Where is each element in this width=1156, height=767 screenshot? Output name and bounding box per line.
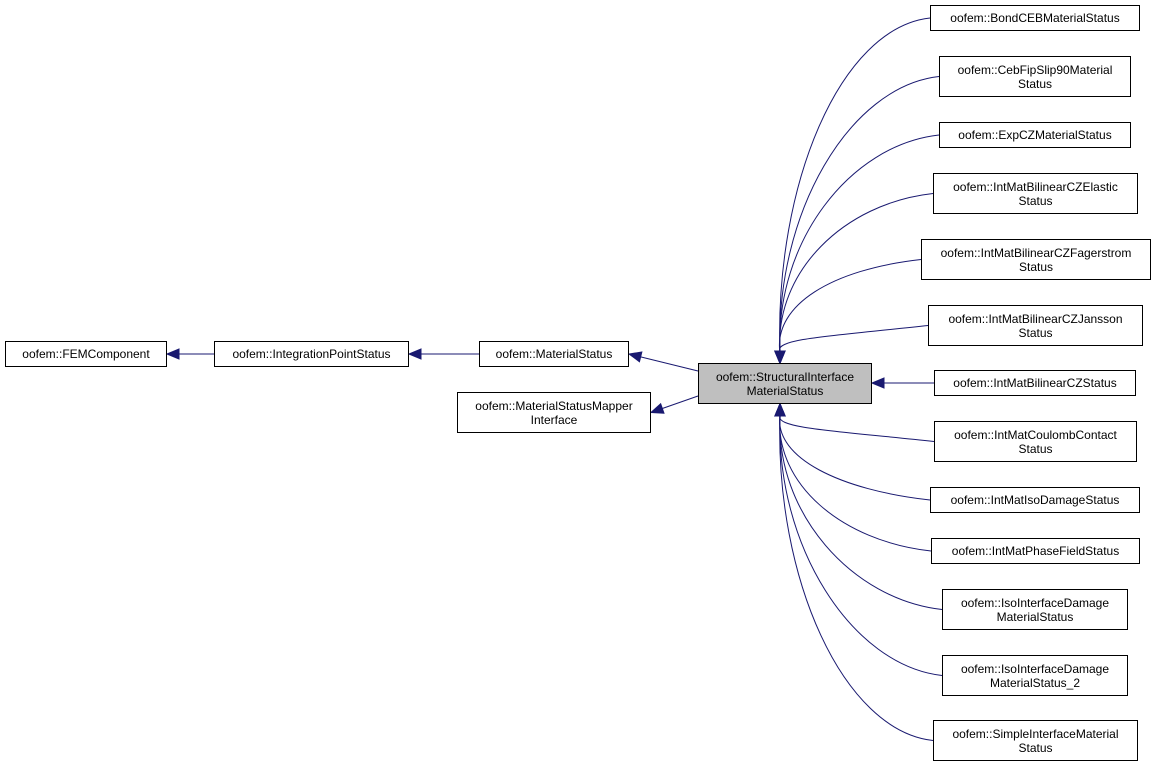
node-int-mat-bilinear-cz-jansson-status[interactable]: oofem::IntMatBilinearCZJansson Status — [928, 305, 1143, 346]
node-iso-interface-damage-material-status-2[interactable]: oofem::IsoInterfaceDamage MaterialStatus… — [942, 655, 1128, 696]
node-label-line1: oofem::IsoInterfaceDamage — [960, 661, 1110, 676]
inheritance-edge — [779, 134, 940, 352]
node-label-line1: oofem::IntMatCoulombContact — [954, 427, 1117, 442]
node-label-line2: Status — [1018, 740, 1053, 755]
node-label-line2: MaterialStatus_2 — [989, 675, 1081, 690]
node-label-line1: oofem::MaterialStatusMapper — [475, 398, 633, 413]
inheritance-edge — [779, 325, 929, 352]
inheritance-edge — [779, 76, 940, 352]
node-bond-ceb-material-status[interactable]: oofem::BondCEBMaterialStatus — [930, 5, 1140, 31]
node-ceb-fip-slip90-material-status[interactable]: oofem::CebFipSlip90Material Status — [939, 56, 1131, 97]
node-label-line1: oofem::StructuralInterface — [715, 369, 855, 384]
node-label-line2: Status — [1018, 441, 1053, 456]
inheritance-edge — [779, 17, 931, 352]
inheritance-edge — [779, 415, 943, 676]
node-label-line1: oofem::SimpleInterfaceMaterial — [952, 726, 1119, 741]
node-simple-interface-material-status[interactable]: oofem::SimpleInterfaceMaterial Status — [933, 720, 1138, 761]
inheritance-edge — [640, 356, 699, 372]
node-label-line1: oofem::ExpCZMaterialStatus — [958, 128, 1112, 142]
inheritance-arrowhead — [627, 351, 643, 363]
inheritance-arrowhead — [165, 348, 180, 360]
node-structural-interface-material-status: oofem::StructuralInterface MaterialStatu… — [698, 363, 872, 404]
inheritance-edge — [779, 415, 943, 610]
node-label-line1: oofem::IntMatPhaseFieldStatus — [951, 544, 1120, 558]
node-label-line1: oofem::FEMComponent — [22, 347, 150, 361]
node-label-line1: oofem::IntMatBilinearCZStatus — [953, 376, 1117, 390]
node-label-line1: oofem::IntegrationPointStatus — [232, 347, 391, 361]
node-int-mat-iso-damage-status[interactable]: oofem::IntMatIsoDamageStatus — [930, 487, 1140, 513]
node-label-line2: Status — [1018, 259, 1054, 274]
node-material-status-mapper-interface[interactable]: oofem::MaterialStatusMapper Interface — [457, 392, 651, 433]
node-label-line1: oofem::CebFipSlip90Material — [957, 62, 1113, 77]
inheritance-edge — [779, 415, 931, 501]
node-fem-component[interactable]: oofem::FEMComponent — [5, 341, 167, 367]
inheritance-edge — [779, 415, 932, 552]
node-label-line2: Interface — [530, 412, 578, 427]
node-int-mat-bilinear-cz-fagerstrom-status[interactable]: oofem::IntMatBilinearCZFagerstrom Status — [921, 239, 1151, 280]
node-iso-interface-damage-material-status[interactable]: oofem::IsoInterfaceDamage MaterialStatus — [942, 589, 1128, 630]
inheritance-edge — [662, 395, 699, 409]
inheritance-edge — [779, 415, 934, 741]
node-material-status[interactable]: oofem::MaterialStatus — [479, 341, 629, 367]
node-int-mat-phase-field-status[interactable]: oofem::IntMatPhaseFieldStatus — [931, 538, 1140, 564]
node-exp-cz-material-status[interactable]: oofem::ExpCZMaterialStatus — [939, 122, 1131, 148]
node-label-line1: oofem::IntMatBilinearCZJansson — [948, 311, 1123, 326]
node-label-line2: Status — [1018, 193, 1053, 208]
node-label-line2: Status — [1018, 325, 1053, 340]
inheritance-arrowhead — [870, 377, 885, 389]
inheritance-arrowhead — [774, 402, 786, 417]
node-label-line1: oofem::IntMatBilinearCZFagerstrom — [940, 245, 1132, 260]
node-int-mat-coulomb-contact-status[interactable]: oofem::IntMatCoulombContact Status — [934, 421, 1137, 462]
node-label-line2: MaterialStatus — [746, 383, 824, 398]
node-label-line2: MaterialStatus — [996, 609, 1074, 624]
node-label-line1: oofem::IntMatBilinearCZElastic — [953, 179, 1118, 194]
inheritance-arrowhead — [407, 348, 422, 360]
node-integration-point-status[interactable]: oofem::IntegrationPointStatus — [214, 341, 409, 367]
inheritance-arrowhead — [774, 350, 786, 365]
node-label-line1: oofem::IsoInterfaceDamage — [960, 595, 1110, 610]
node-int-mat-bilinear-cz-status[interactable]: oofem::IntMatBilinearCZStatus — [934, 370, 1136, 396]
inheritance-edge — [779, 415, 935, 442]
inheritance-edge — [779, 193, 934, 352]
inheritance-edge — [779, 259, 922, 352]
node-label-line1: oofem::MaterialStatus — [495, 347, 613, 361]
inheritance-arrowhead — [649, 402, 665, 414]
node-int-mat-bilinear-cz-elastic-status[interactable]: oofem::IntMatBilinearCZElastic Status — [933, 173, 1138, 214]
node-label-line1: oofem::BondCEBMaterialStatus — [950, 11, 1120, 25]
node-label-line1: oofem::IntMatIsoDamageStatus — [950, 493, 1120, 507]
node-label-line2: Status — [1017, 76, 1053, 91]
